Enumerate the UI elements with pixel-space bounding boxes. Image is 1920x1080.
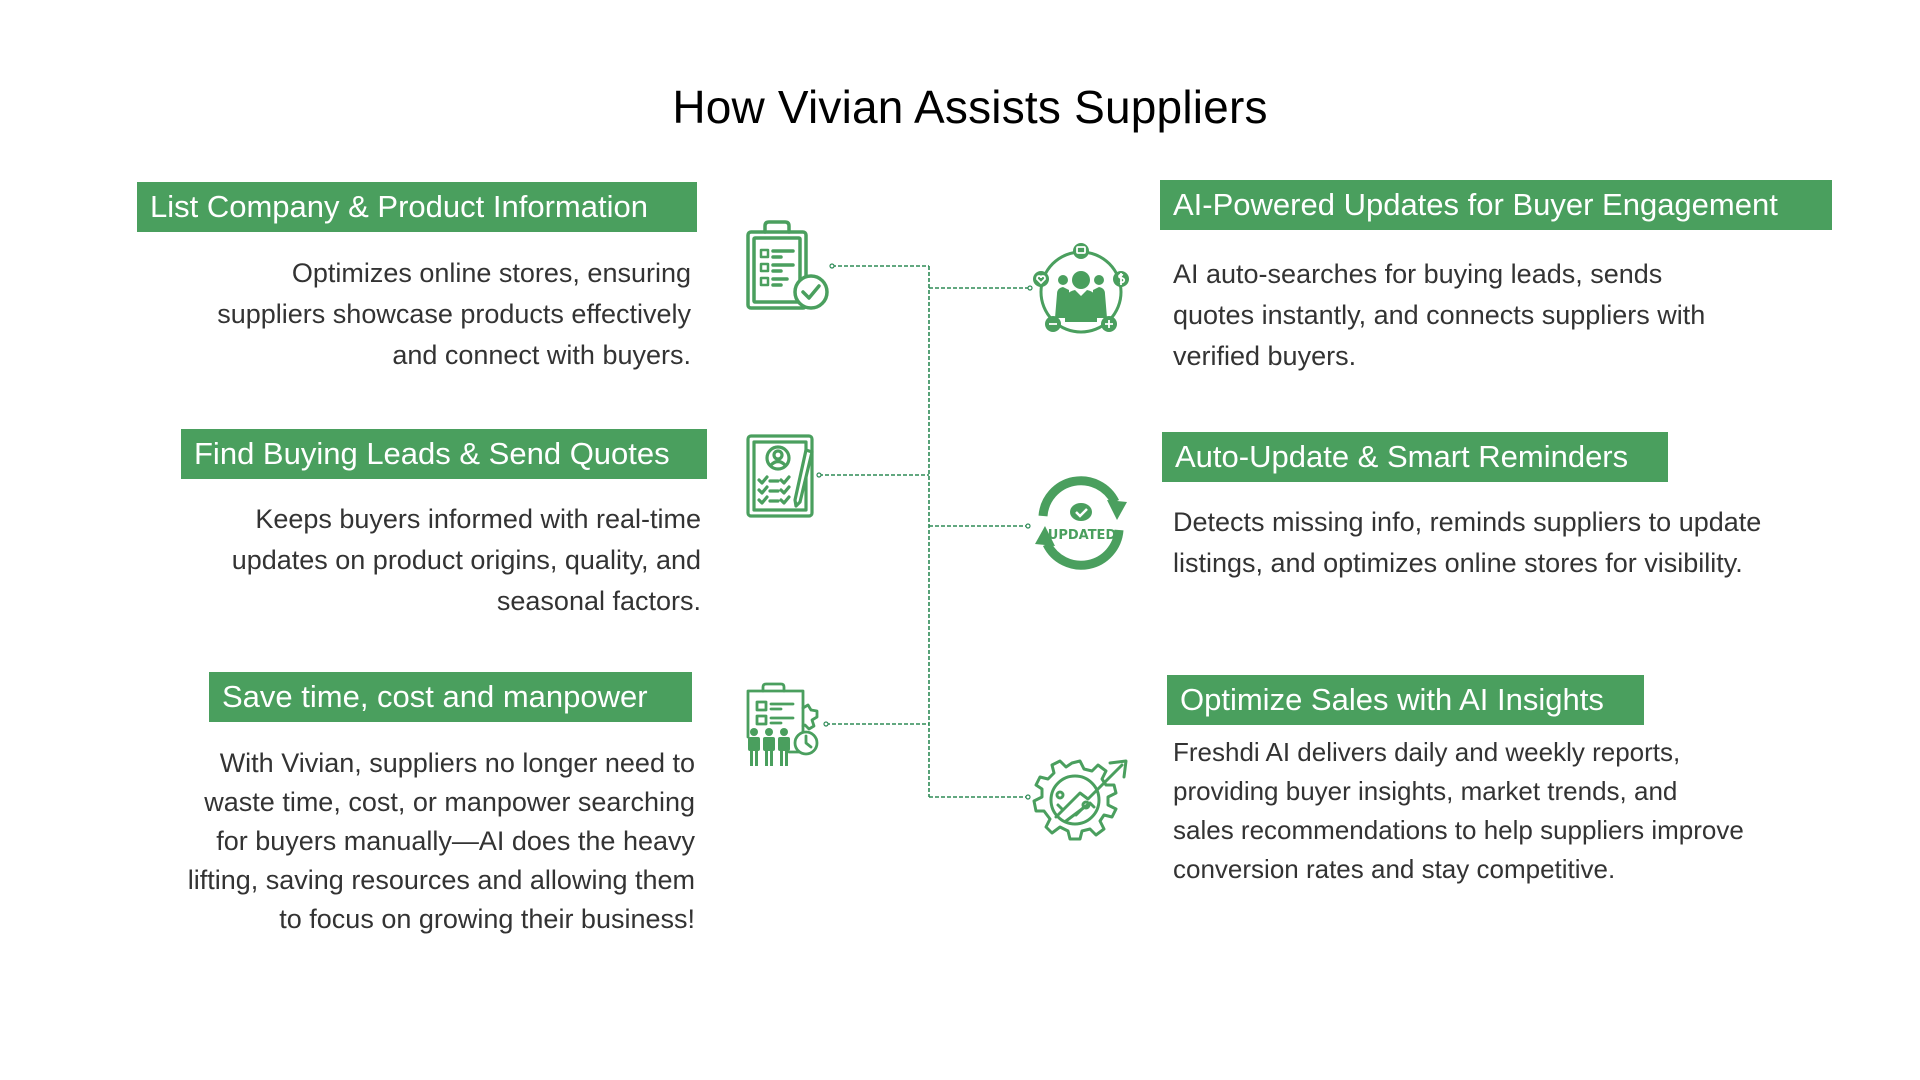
- feature-heading: Optimize Sales with AI Insights: [1167, 675, 1644, 725]
- feature-description: With Vivian, suppliers no longer need to…: [187, 748, 695, 934]
- gear-growth-icon: [1030, 755, 1134, 843]
- profile-document-icon: [746, 434, 816, 518]
- feature-description: Keeps buyers informed with real-time upd…: [231, 504, 701, 616]
- feature-heading: List Company & Product Information: [137, 182, 697, 232]
- connector-dot: [816, 472, 822, 478]
- feature-heading: Auto-Update & Smart Reminders: [1162, 432, 1668, 482]
- updated-icon-label: UPDATED: [1048, 528, 1117, 543]
- team-clipboard-icon: [745, 682, 823, 768]
- feature-description: Freshdi AI delivers daily and weekly rep…: [1173, 737, 1744, 884]
- feature-heading: Find Buying Leads & Send Quotes: [181, 429, 707, 479]
- feature-heading: AI-Powered Updates for Buyer Engagement: [1160, 180, 1832, 230]
- feature-description: Detects missing info, reminds suppliers …: [1173, 507, 1762, 578]
- feature-description: AI auto-searches for buying leads, sends…: [1173, 259, 1706, 371]
- updated-cycle-icon: UPDATED: [1031, 474, 1131, 572]
- feature-description: Optimizes online stores, ensuring suppli…: [217, 258, 691, 370]
- clipboard-checklist-icon: [745, 220, 831, 312]
- connector-dot: [823, 721, 829, 727]
- customer-network-icon: [1031, 242, 1131, 336]
- page-title: How Vivian Assists Suppliers: [672, 81, 1268, 133]
- connector-dot: [1025, 523, 1031, 529]
- feature-heading: Save time, cost and manpower: [209, 672, 692, 722]
